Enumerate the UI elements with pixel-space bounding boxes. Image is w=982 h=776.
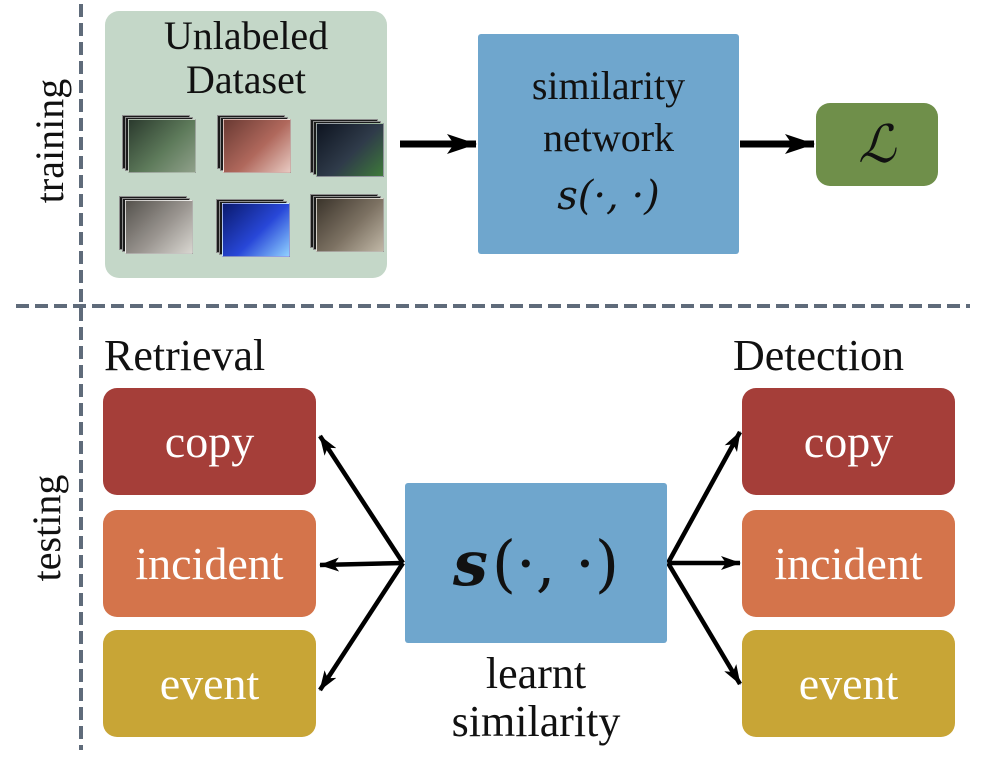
video-frame bbox=[128, 119, 196, 173]
similarity-function-symbol: s bbox=[452, 526, 488, 600]
network-formula: s(·, ·) bbox=[557, 173, 660, 219]
learnt-similarity-box: s(·, ·) bbox=[405, 483, 667, 643]
video-frame bbox=[316, 198, 384, 252]
retrieval-incident-box: incident bbox=[103, 510, 316, 617]
dataset-title-line2: Dataset bbox=[186, 57, 306, 102]
learnt-similarity-caption-line2: similarity bbox=[451, 697, 621, 746]
retrieval-incident-label: incident bbox=[135, 538, 284, 589]
retrieval-event-label: event bbox=[159, 658, 260, 709]
video-frame bbox=[223, 119, 291, 173]
detection-incident-label: incident bbox=[774, 538, 923, 589]
retrieval-heading: Retrieval bbox=[104, 331, 266, 380]
video-thumbnail-cheerleader bbox=[217, 115, 291, 173]
arrow-to-retrieval-incident bbox=[319, 557, 404, 572]
arrow-to-detection-event bbox=[666, 561, 742, 686]
detection-incident-box: incident bbox=[742, 510, 955, 617]
testing-section-label: testing bbox=[24, 474, 69, 582]
detection-event-box: event bbox=[742, 630, 955, 737]
detection-copy-label: copy bbox=[803, 416, 894, 467]
video-thumbnail-tunnel bbox=[122, 115, 196, 173]
video-frame bbox=[316, 123, 384, 177]
arrow-to-retrieval-copy bbox=[318, 434, 405, 565]
arrow-to-retrieval-event bbox=[318, 561, 405, 692]
network-label-line2: network bbox=[542, 115, 675, 160]
video-thumbnail-baseball bbox=[310, 119, 384, 177]
video-thumbnail-concert bbox=[216, 199, 290, 257]
dataset-title-line1: Unlabeled bbox=[163, 13, 329, 58]
detection-heading: Detection bbox=[733, 331, 905, 380]
video-thumbnail-driver bbox=[119, 196, 193, 254]
similarity-function-args: (·, ·) bbox=[491, 526, 620, 600]
similarity-network-box: similarity network s(·, ·) bbox=[478, 34, 739, 254]
detection-event-label: event bbox=[798, 658, 899, 709]
video-frame bbox=[125, 200, 193, 254]
detection-copy-box: copy bbox=[742, 388, 955, 495]
retrieval-copy-box: copy bbox=[103, 388, 316, 495]
video-thumbnail-smoke bbox=[310, 194, 384, 252]
loss-symbol: ℒ bbox=[858, 114, 896, 175]
unlabeled-dataset-panel: Unlabeled Dataset bbox=[105, 11, 387, 278]
network-label-line1: similarity bbox=[531, 63, 686, 108]
video-frame bbox=[222, 203, 290, 257]
training-section-label: training bbox=[27, 78, 72, 204]
retrieval-event-box: event bbox=[103, 630, 316, 737]
loss-box: ℒ bbox=[816, 103, 938, 186]
learnt-similarity-caption-line1: learnt bbox=[485, 649, 587, 698]
retrieval-copy-label: copy bbox=[164, 416, 255, 467]
arrow-to-detection-copy bbox=[666, 430, 742, 565]
